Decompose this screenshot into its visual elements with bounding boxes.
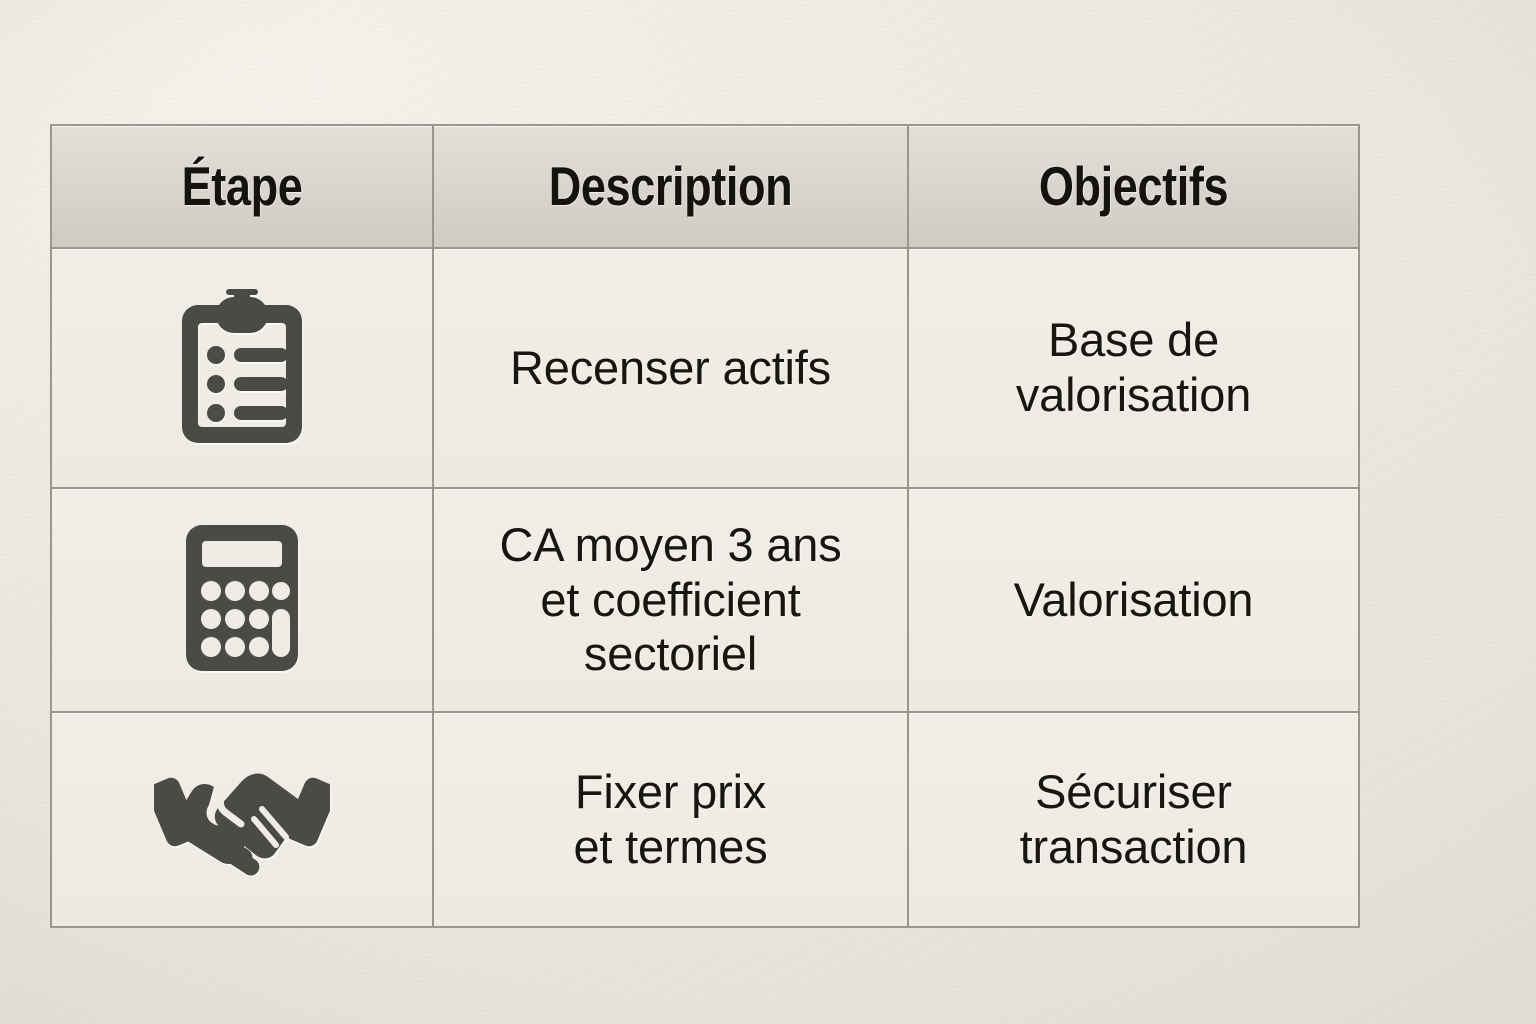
objective-line: Sécuriser bbox=[1035, 764, 1232, 818]
steps-table-container: Étape Description Objectifs bbox=[50, 124, 1360, 928]
cell-description-1: Recenser actifs bbox=[432, 247, 909, 489]
cell-step-icon-1 bbox=[50, 247, 434, 489]
objectives-text-3: Sécuriser transaction bbox=[909, 765, 1358, 874]
description-line: Fixer prix bbox=[574, 764, 767, 818]
objective-line: Valorisation bbox=[1013, 572, 1254, 626]
cell-objectifs-2: Valorisation bbox=[907, 487, 1360, 713]
handshake-icon bbox=[154, 757, 330, 877]
objectives-text-2: Valorisation bbox=[909, 573, 1358, 628]
calculator-icon bbox=[184, 523, 300, 673]
description-line: et termes bbox=[573, 819, 768, 873]
cell-objectifs-3: Sécuriser transaction bbox=[907, 711, 1360, 928]
cell-step-icon-3 bbox=[50, 711, 434, 928]
header-label-etape: Étape bbox=[181, 155, 303, 217]
description-line: Recenser actifs bbox=[510, 340, 831, 394]
table-header-row: Étape Description Objectifs bbox=[50, 124, 1360, 249]
clipboard-checklist-icon bbox=[180, 288, 304, 443]
table-row: Recenser actifs Base de valorisation bbox=[50, 247, 1360, 489]
objectives-text-1: Base de valorisation bbox=[909, 313, 1358, 422]
header-cell-description: Description bbox=[432, 124, 909, 249]
description-line: CA moyen 3 ans bbox=[499, 518, 842, 572]
objective-line: valorisation bbox=[1015, 368, 1252, 421]
table-row: Fixer prix et termes Sécuriser transacti… bbox=[50, 711, 1360, 928]
description-line: et coefficient bbox=[540, 572, 801, 626]
description-text-2: CA moyen 3 ans et coefficient sectoriel bbox=[434, 518, 907, 682]
description-text-3: Fixer prix et termes bbox=[434, 765, 907, 874]
objective-line: transaction bbox=[1019, 819, 1248, 873]
cell-description-2: CA moyen 3 ans et coefficient sectoriel bbox=[432, 487, 909, 713]
header-cell-etape: Étape bbox=[50, 124, 434, 249]
header-label-objectifs: Objectifs bbox=[1038, 155, 1229, 217]
header-cell-objectifs: Objectifs bbox=[907, 124, 1360, 249]
cell-objectifs-1: Base de valorisation bbox=[907, 247, 1360, 489]
description-text-1: Recenser actifs bbox=[434, 341, 907, 396]
header-label-description: Description bbox=[548, 155, 793, 217]
objective-line: Base de bbox=[1047, 313, 1220, 367]
steps-table: Étape Description Objectifs bbox=[50, 124, 1360, 928]
description-line: sectoriel bbox=[583, 627, 758, 681]
table-body: Recenser actifs Base de valorisation bbox=[50, 247, 1360, 928]
cell-step-icon-2 bbox=[50, 487, 434, 713]
cell-description-3: Fixer prix et termes bbox=[432, 711, 909, 928]
table-row: CA moyen 3 ans et coefficient sectoriel … bbox=[50, 487, 1360, 713]
table-header: Étape Description Objectifs bbox=[50, 124, 1360, 249]
